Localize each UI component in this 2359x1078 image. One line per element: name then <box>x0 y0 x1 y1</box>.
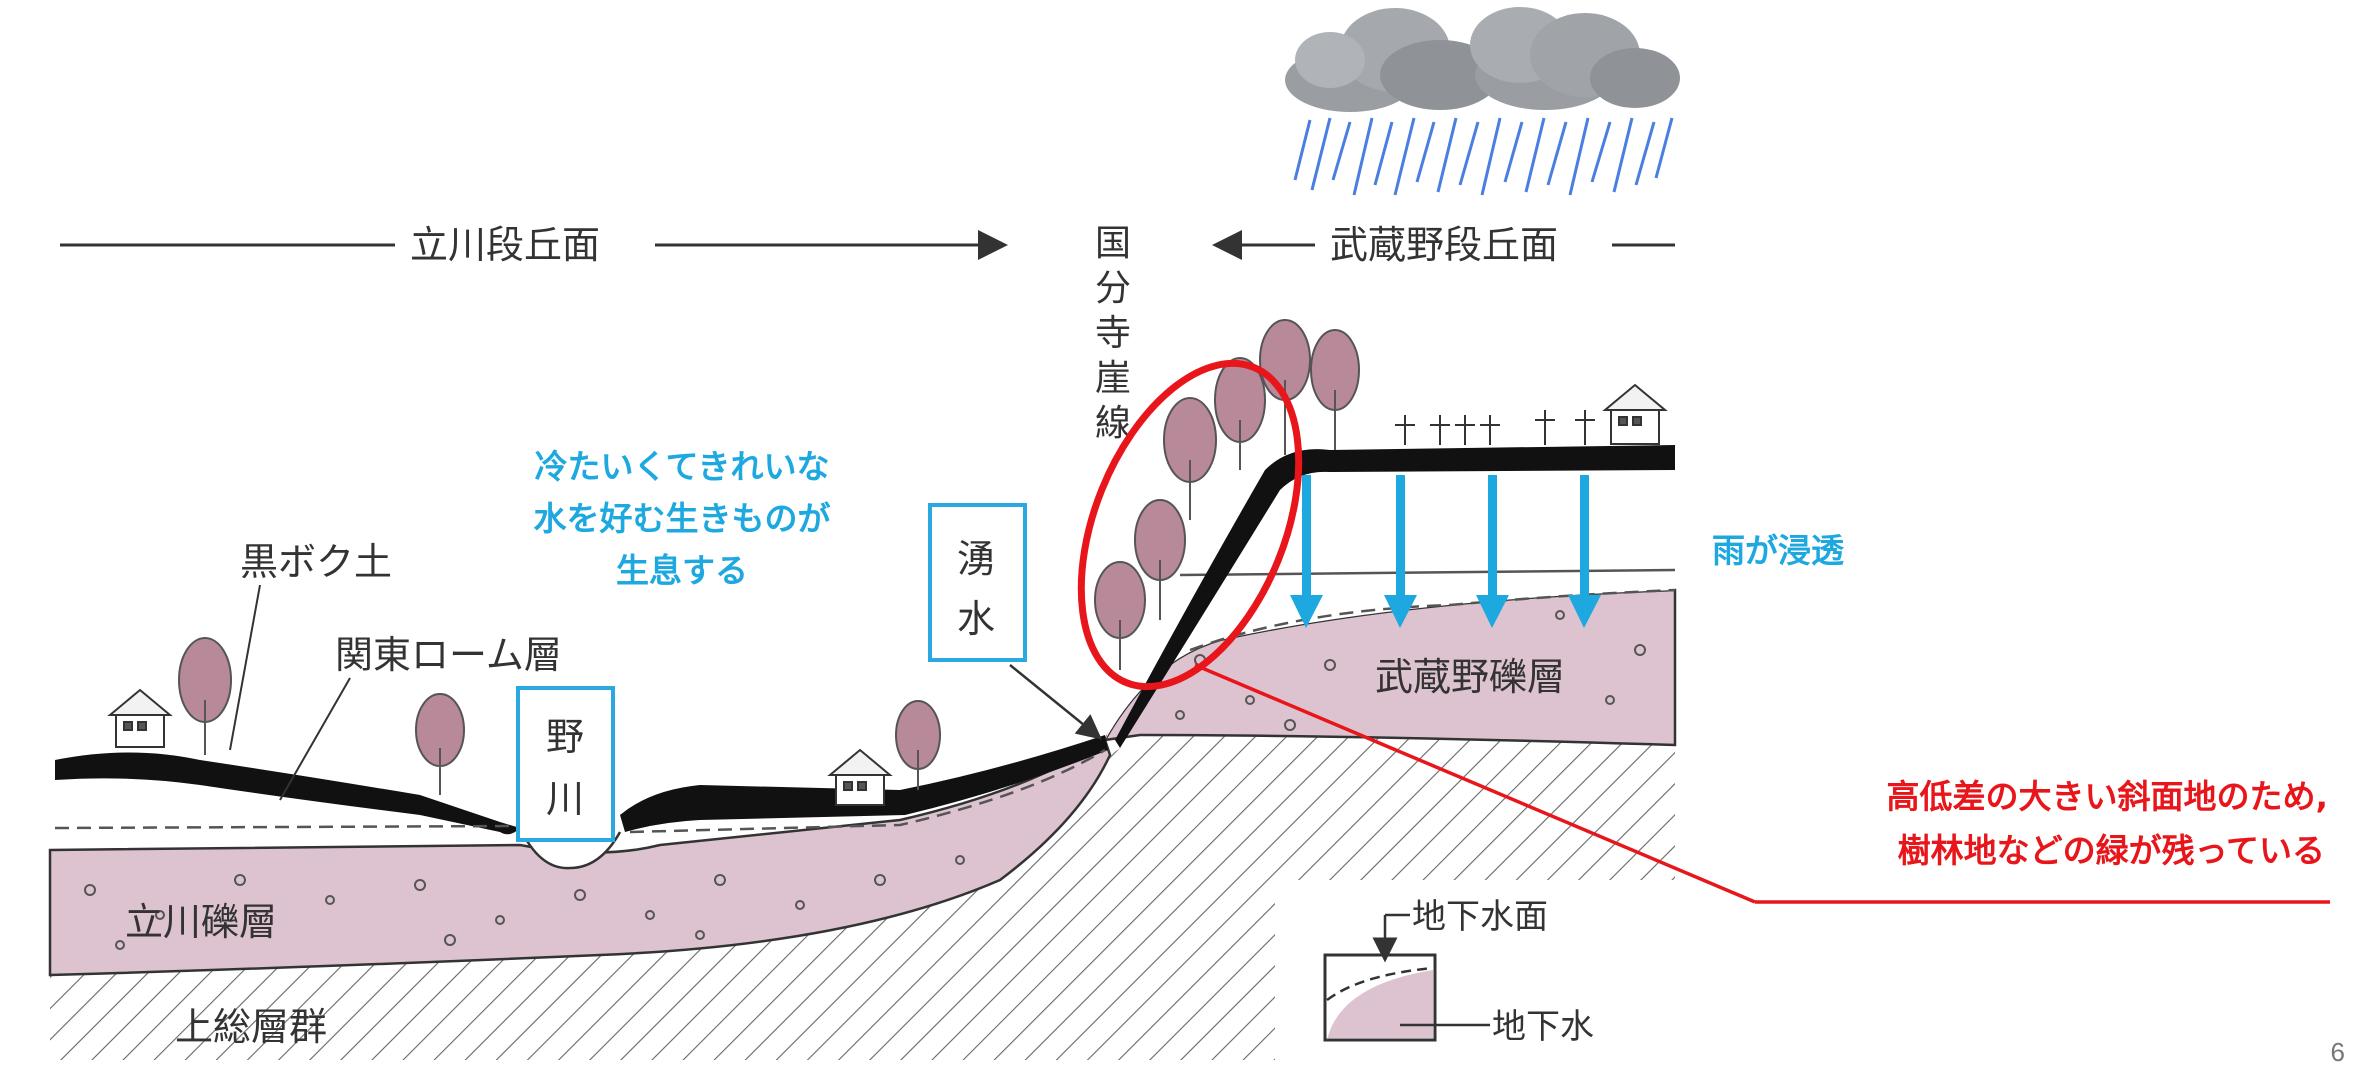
kanto-loam-label: 関東ローム層 <box>335 633 562 677</box>
cold-water-annotation: 冷たいくてきれいな 水を好む生きものが 生息する <box>534 447 831 590</box>
svg-text:冷たいくてきれいな: 冷たいくてきれいな <box>534 447 829 486</box>
svg-text:水を好む生きものが: 水を好む生きものが <box>534 499 831 538</box>
tree-icon <box>1259 319 1311 455</box>
svg-text:高低差の大きい斜面地のため,: 高低差の大きい斜面地のため, <box>1886 777 2328 816</box>
tree-icon <box>1310 329 1360 450</box>
infiltration-arrows <box>1290 475 1601 628</box>
slope-annotation: 高低差の大きい斜面地のため, 樹林地などの緑が残っている <box>1886 777 2328 870</box>
rain-icon <box>1293 117 1674 196</box>
tree-icon <box>1094 561 1146 670</box>
arrow-down-icon <box>1568 475 1601 628</box>
legend: 地下水面 地下水 <box>1275 880 1675 1060</box>
house-icon <box>107 688 173 748</box>
gravel-dots <box>84 610 1646 950</box>
svg-text:崖: 崖 <box>1095 358 1131 399</box>
svg-text:寺: 寺 <box>1095 313 1131 354</box>
svg-text:線: 線 <box>1095 403 1131 444</box>
svg-text:生息する: 生息する <box>616 551 748 590</box>
musashino-terrace-label-group: 武蔵野段丘面 <box>1212 223 1675 267</box>
tree-icon <box>1134 499 1186 620</box>
rain-cloud-group <box>1285 7 1680 196</box>
tachikawa-terrace-label-group: 立川段丘面 <box>60 223 1008 267</box>
kazusa-bedrock <box>50 735 1675 1060</box>
river-label: 野 川 <box>546 715 584 821</box>
arrow-down-icon <box>1384 475 1417 628</box>
arrow-down-icon <box>1290 475 1323 628</box>
svg-text:野: 野 <box>546 715 584 759</box>
tree-icon <box>1163 397 1217 520</box>
musashino-gravel-label: 武蔵野礫層 <box>1375 655 1565 699</box>
cloud-icon <box>1285 8 1500 112</box>
spring-label-box <box>928 503 1027 662</box>
tree-icon <box>415 693 465 795</box>
slope-highlight-ellipse <box>1077 359 1303 691</box>
musashino-terrace-label: 武蔵野段丘面 <box>1330 223 1558 267</box>
slope-callout-line <box>1194 663 1756 904</box>
page-number: 6 <box>2330 1037 2345 1067</box>
svg-text:水: 水 <box>957 597 995 641</box>
cloud-icon <box>1470 7 1680 110</box>
kuroboku-upper <box>1115 445 1675 748</box>
legend-water-table-label: 地下水面 <box>1412 897 1548 937</box>
arrow-down-icon <box>1476 475 1509 628</box>
legend-groundwater-label: 地下水 <box>1492 1007 1594 1047</box>
spring-label: 湧 水 <box>957 537 995 641</box>
kazusa-label: 上総層群 <box>175 1005 327 1049</box>
tachikawa-gravel-label: 立川礫層 <box>125 900 277 944</box>
tree-icon <box>1214 357 1266 470</box>
river-label-box <box>516 686 615 842</box>
tree-icon <box>178 637 232 755</box>
svg-text:樹林地などの緑が残っている: 樹林地などの緑が残っている <box>1898 831 2325 870</box>
house-icon <box>827 748 893 806</box>
svg-text:国: 国 <box>1095 223 1131 264</box>
svg-text:湧: 湧 <box>957 537 995 581</box>
svg-text:川: 川 <box>546 777 584 821</box>
kuroboku-label: 黒ボク土 <box>240 540 392 584</box>
cliff-line-label: 国 分 寺 崖 線 <box>1095 223 1131 444</box>
rain-infiltration-annotation: 雨が浸透 <box>1712 531 1844 570</box>
tree-icon <box>895 700 941 790</box>
svg-text:分: 分 <box>1095 268 1131 309</box>
tachikawa-terrace-label: 立川段丘面 <box>410 223 600 267</box>
kuroboku-lower <box>55 752 520 835</box>
house-icon <box>1602 383 1668 445</box>
trees <box>178 319 1360 795</box>
crop-plants <box>1395 410 1595 445</box>
